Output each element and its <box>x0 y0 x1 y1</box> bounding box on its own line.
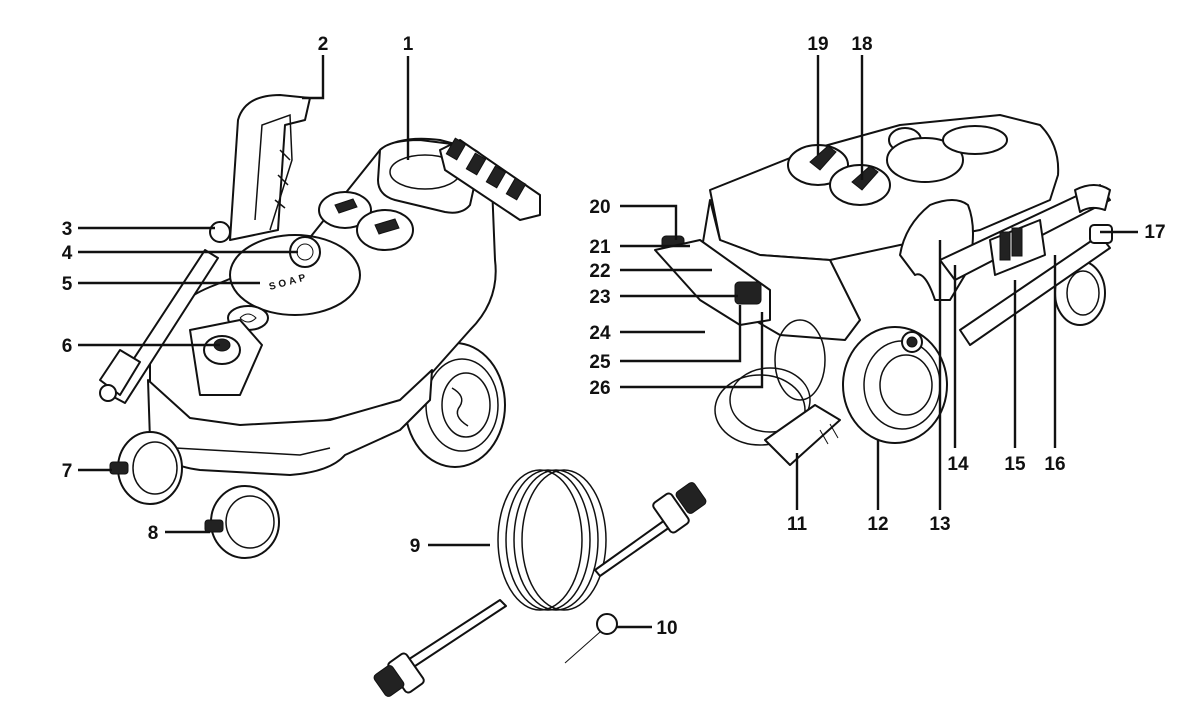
power-cord <box>714 319 841 466</box>
callout-26: 26 <box>589 378 610 399</box>
detergent-tank-dome <box>229 234 361 316</box>
callout-23: 23 <box>589 287 610 308</box>
callout-11: 11 <box>787 514 808 535</box>
callout-12: 12 <box>867 514 888 535</box>
rear-wheel-right-view <box>842 326 948 444</box>
callout-22: 22 <box>589 261 610 282</box>
front-wheel-left <box>109 431 183 505</box>
callout-15: 15 <box>1004 454 1026 475</box>
callout-9: 9 <box>410 536 421 557</box>
callout-16: 16 <box>1044 454 1065 475</box>
callout-18: 18 <box>851 34 872 55</box>
callout-7: 7 <box>62 461 73 482</box>
callout-20: 20 <box>589 197 610 218</box>
callout-24: 24 <box>589 323 611 344</box>
callout-25: 25 <box>589 352 611 373</box>
callout-6: 6 <box>62 336 73 357</box>
callout-4: 4 <box>62 243 73 264</box>
nozzle-holders-left-view <box>439 137 541 221</box>
callout-19: 19 <box>807 34 828 55</box>
washer-front-view: SOAP <box>99 94 541 559</box>
callout-labels: 1 2 3 4 5 6 7 8 9 10 11 12 13 14 15 16 1… <box>62 34 1166 639</box>
washer-rear-view <box>654 114 1113 466</box>
callout-3: 3 <box>62 219 73 240</box>
callout-21: 21 <box>589 237 611 258</box>
callout-5: 5 <box>62 274 73 295</box>
callout-10: 10 <box>656 618 677 639</box>
callout-2: 2 <box>318 34 329 55</box>
o-ring <box>564 613 618 664</box>
leader-lines <box>78 55 1138 629</box>
front-wheel-right <box>204 485 280 559</box>
spray-gun <box>229 94 311 241</box>
callout-13: 13 <box>929 514 950 535</box>
callout-17: 17 <box>1144 222 1165 243</box>
wand-rear-view <box>939 184 1113 346</box>
callout-14: 14 <box>947 454 969 475</box>
callout-1: 1 <box>403 34 414 55</box>
callout-8: 8 <box>148 523 159 544</box>
high-pressure-hose <box>373 469 707 697</box>
